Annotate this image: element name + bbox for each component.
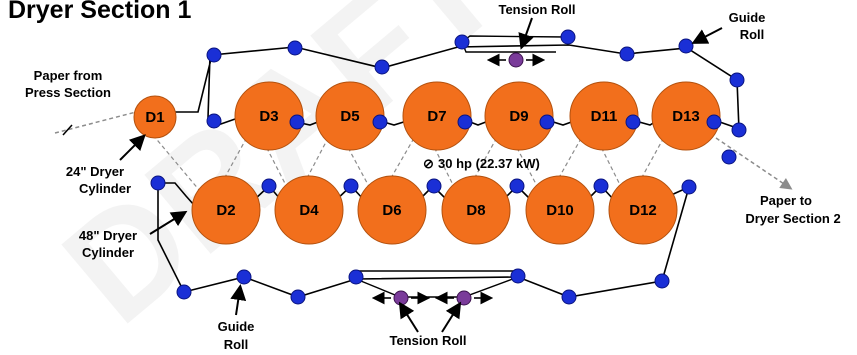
guide-roll (510, 268, 526, 284)
tension-roll-bottom-left (393, 290, 409, 306)
dryer-d11-label: D11 (591, 108, 618, 125)
guide-roll (457, 114, 473, 130)
tension-roll-bottom-pointer-arrow-right (441, 301, 462, 333)
tension-rolls (371, 52, 546, 306)
tension-roll-bottom-right (456, 290, 472, 306)
guide-roll (372, 114, 388, 130)
diagram-title: Dryer Section 1 (8, 0, 192, 24)
guide-roll (539, 114, 555, 130)
tension-roll-bottom-label: Tension Roll (389, 333, 466, 348)
dryer-d2 (191, 175, 261, 245)
guide-roll (729, 72, 745, 88)
guide-roll-top-label-line1: Guide (729, 10, 766, 25)
guide-roll (150, 175, 166, 191)
dryer-d3 (234, 81, 304, 151)
dryer-d1 (133, 95, 177, 139)
guide-roll (731, 122, 747, 138)
guide-rolls (150, 29, 747, 305)
dryer-d9-label: D9 (509, 108, 528, 125)
guide-roll-top-pointer-arrow (691, 27, 723, 44)
dryer-48-label-line2: Cylinder (82, 245, 134, 260)
guide-roll (206, 113, 222, 129)
bottom-tension-loop (355, 270, 519, 298)
dryer-d4 (274, 175, 344, 245)
guide-roll (678, 38, 694, 54)
dryer-24-label-line1: 24" Dryer (66, 164, 124, 179)
tension-roll-top (508, 52, 524, 68)
paper-from-label-line1: Paper from (34, 68, 103, 83)
guide-roll (176, 284, 192, 300)
dryer-d10 (525, 175, 595, 245)
dryer-48-pointer-arrow (149, 210, 188, 235)
dryer-24-label-line2: Cylinder (79, 181, 131, 196)
paper-in-tick (62, 124, 73, 136)
tension-roll-top-pointer-arrow (518, 17, 534, 50)
guide-roll (619, 46, 635, 62)
tension-roll-bottom-pointer-arrow-left (398, 301, 419, 333)
dryer-d11 (569, 81, 639, 151)
dryer-d9 (484, 81, 554, 151)
paper-from-label-line2: Press Section (25, 85, 111, 100)
dryer-d13-label: D13 (672, 108, 700, 125)
tension-roll-top-label: Tension Roll (498, 2, 575, 17)
paper-to-label-line1: Paper to (760, 193, 812, 208)
guide-roll (289, 114, 305, 130)
guide-roll (706, 114, 722, 130)
guide-roll (236, 269, 252, 285)
dryer-24-pointer-arrow (119, 134, 146, 161)
motor-symbol: ⊘ (423, 156, 434, 171)
dryer-48-label-line1: 48" Dryer (79, 228, 137, 243)
guide-roll (681, 179, 697, 195)
guide-roll-bottom-label-line1: Guide (218, 319, 255, 334)
dryer-d8-label: D8 (466, 202, 485, 219)
dryer-d2-label: D2 (216, 202, 235, 219)
guide-roll-bottom-label-line2: Roll (224, 337, 249, 352)
guide-roll (343, 178, 359, 194)
dryer-d10-label: D10 (546, 202, 574, 219)
dryer-d6 (357, 175, 427, 245)
guide-roll (560, 29, 576, 45)
paper-to-label-line2: Dryer Section 2 (745, 211, 840, 226)
guide-roll (426, 178, 442, 194)
dryer-d12-label: D12 (629, 202, 657, 219)
guide-roll-bottom-pointer-arrow (230, 284, 247, 316)
dryer-d3-label: D3 (259, 108, 278, 125)
guide-roll (625, 114, 641, 130)
dryer-d7-label: D7 (427, 108, 446, 125)
guide-roll (654, 273, 670, 289)
guide-roll (454, 34, 470, 50)
guide-roll (374, 59, 390, 75)
motor-rating-label: 30 hp (22.37 kW) (438, 156, 540, 171)
dryer-d12 (608, 175, 678, 245)
dryer-d1-label: D1 (145, 109, 164, 126)
dryer-d8 (441, 175, 511, 245)
dryer-d13 (651, 81, 721, 151)
paper-out-arrow (715, 137, 793, 190)
guide-roll (593, 178, 609, 194)
guide-roll (206, 47, 222, 63)
guide-roll (261, 178, 277, 194)
dryer-d4-label: D4 (299, 202, 319, 219)
guide-roll (721, 149, 737, 165)
dryer-d5-label: D5 (340, 108, 359, 125)
guide-roll-top-label-line2: Roll (740, 27, 765, 42)
guide-roll (561, 289, 577, 305)
guide-roll (509, 178, 525, 194)
guide-roll (287, 40, 303, 56)
guide-roll (290, 289, 306, 305)
dryer-d7 (402, 81, 472, 151)
guide-roll (348, 269, 364, 285)
dryer-d6-label: D6 (382, 202, 401, 219)
